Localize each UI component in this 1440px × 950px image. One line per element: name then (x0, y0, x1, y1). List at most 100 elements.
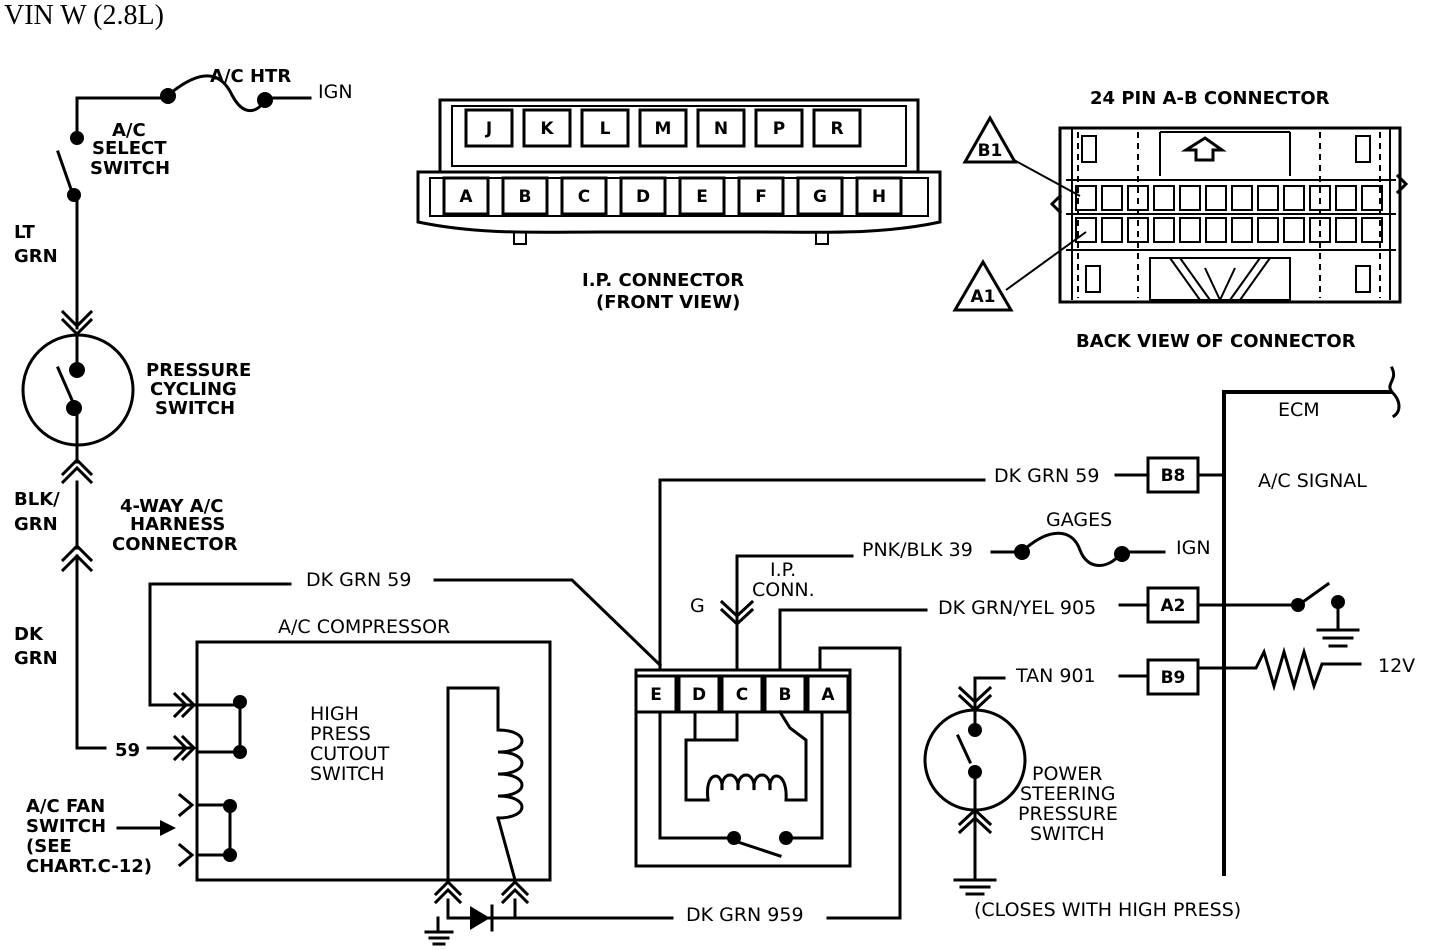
ip-top-pin-label-k: K (540, 119, 554, 139)
harness-label-1: 4-WAY A/C (120, 496, 223, 517)
fan-switch-label-2: SWITCH (26, 816, 106, 837)
ip-bottom-pin-label-g: G (813, 187, 827, 207)
fuse-gages (1023, 531, 1123, 567)
relay-pin-label-a: A (821, 685, 835, 705)
ip-top-pin-label-r: R (830, 119, 843, 139)
wire-dk-grn-59-label: DK GRN 59 (994, 465, 1099, 487)
ab-pin-cell (1361, 185, 1383, 211)
ps-note: (CLOSES WITH HIGH PRESS) (974, 899, 1241, 921)
ground-icon-compressor (424, 930, 454, 946)
relay-coil (705, 709, 808, 802)
select-switch-label-1: A/C (112, 120, 146, 141)
ip-bottom-pin-label-h: H (872, 187, 886, 207)
ab-caption: BACK VIEW OF CONNECTOR (1076, 331, 1356, 352)
volt-label: 12V (1378, 655, 1415, 677)
ab-pin-grid (1075, 185, 1383, 243)
ip-bottom-pin-label-c: C (578, 187, 590, 207)
relay-pin-a (806, 674, 850, 714)
ab-pin-cell (1153, 217, 1175, 243)
ip-bottom-pin-label-f: F (755, 187, 767, 207)
fan-switch-label-4: CHART.C-12) (26, 856, 152, 877)
ab-pin-cell (1283, 185, 1305, 211)
ps-label-1: POWER (1032, 763, 1102, 785)
left-circuit: A/C HTR IGN A/C SELECT SWITCH LT GRN PRE… (14, 66, 353, 877)
relay-pin-e (634, 674, 678, 714)
ign-label-top: IGN (318, 81, 353, 103)
wire-tan-901-label: TAN 901 (1015, 665, 1096, 687)
ab-pin-cell (1127, 185, 1149, 211)
relay-pin-label-b: B (779, 685, 792, 705)
fuse-ac-htr (169, 74, 268, 113)
ab-pin-cell (1335, 185, 1357, 211)
diode-icon (470, 906, 490, 930)
compressor-box (195, 640, 552, 882)
fan-switch-label-1: A/C FAN (26, 796, 105, 817)
ac-compressor: A/C COMPRESSOR HIGH PRESS CUTOUT SWITCH … (148, 569, 902, 946)
ab-title: 24 PIN A-B CONNECTOR (1090, 88, 1330, 109)
arrow-up-icon (1180, 136, 1227, 162)
b1-marker (962, 114, 1018, 164)
ip-bottom-pin-h (855, 176, 903, 216)
ab-pin-cell (1283, 217, 1305, 243)
wire-dk-grn-1: DK (14, 624, 44, 645)
ab-pin-cell (1153, 185, 1175, 211)
compressor-inner-4: SWITCH (310, 763, 385, 785)
ip-caption-1: I.P. CONNECTOR (582, 270, 744, 291)
pin-59-label: 59 (115, 740, 140, 761)
relay-ip-conn-1: I.P. (770, 559, 796, 581)
wire-blk-grn-2: GRN (14, 514, 58, 535)
ip-top-pin-r (812, 108, 862, 148)
connector-chevron-down-1 (60, 309, 94, 329)
compressor-inner-2: PRESS (310, 723, 371, 745)
wire-lt-grn-2: GRN (14, 246, 58, 267)
power-steering-switch: TAN 901 POWER STEERING PRESSURE SWITCH (… (923, 665, 1241, 921)
a1-label: A1 (971, 287, 996, 307)
ip-top-pin-m (638, 108, 688, 148)
compressor-inner-3: CUTOUT (310, 743, 390, 765)
wire-blk-grn-1: BLK/ (14, 489, 60, 510)
relay-box (634, 668, 852, 868)
diagram-title: VIN W (2.8L) (4, 0, 164, 31)
ip-top-pin-n (696, 108, 746, 148)
ip-bottom-pin-b (501, 176, 549, 216)
ecm: ECM B8 A/C SIGNAL A2 B9 12V (1146, 365, 1415, 876)
relay-g-label: G (690, 595, 705, 617)
ip-bottom-pin-f (737, 176, 785, 216)
ip-bottom-pin-label-e: E (696, 187, 708, 207)
ab-pin-cell (1231, 217, 1253, 243)
ps-label-4: SWITCH (1030, 823, 1105, 845)
relay-pin-label-e: E (650, 685, 662, 705)
wire-dk-grn-2: GRN (14, 648, 58, 669)
ip-bottom-pin-a (442, 176, 490, 216)
ab-pin-cell (1335, 217, 1357, 243)
relay-pin-b (763, 674, 807, 714)
ip-bottom-pin-label-b: B (519, 187, 532, 207)
relay-ip-conn-2: CONN. (752, 579, 815, 601)
ip-top-pin-k (522, 108, 572, 148)
select-switch-blade (56, 150, 74, 194)
ip-top-pin-label-j: J (485, 119, 492, 139)
select-switch-label-3: SWITCH (90, 158, 170, 179)
wire-dk-grn-959-label: DK GRN 959 (686, 904, 804, 926)
compressor-wire-label: DK GRN 59 (306, 569, 411, 591)
ps-label-3: PRESSURE (1018, 803, 1118, 825)
clutch-coil (496, 728, 524, 820)
ab-pin-cell (1179, 185, 1201, 211)
select-switch-label-2: SELECT (92, 138, 167, 159)
ab-pin-cell (1205, 217, 1227, 243)
ecm-pin-b8-label: B8 (1161, 466, 1186, 486)
ps-label-2: STEERING (1020, 783, 1115, 805)
ab-pin-cell (1309, 185, 1331, 211)
ab-pin-cell (1075, 185, 1097, 211)
ground-icon-ps (953, 878, 997, 896)
fuse-label: A/C HTR (210, 66, 291, 87)
pressure-switch-label-2: CYCLING (150, 379, 237, 400)
ab-pin-cell (1101, 217, 1123, 243)
compressor-title: A/C COMPRESSOR (278, 616, 450, 638)
relay-pin-c (720, 674, 764, 714)
